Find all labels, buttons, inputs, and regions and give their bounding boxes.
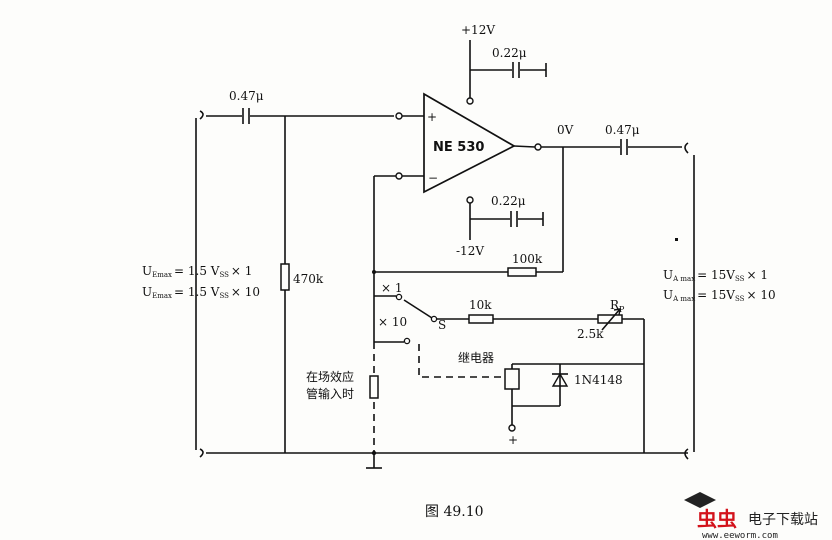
- label-rp: RP: [610, 298, 625, 314]
- label-switch-x10: × 10: [378, 315, 407, 329]
- right-output-arc-bottom: [684, 448, 689, 460]
- label-cap-bottom: 0.22μ: [491, 194, 526, 208]
- vplus-pin: [466, 97, 474, 105]
- output-pin: [534, 143, 542, 151]
- feedback-node: [372, 270, 376, 274]
- diode-1n4148: [551, 372, 569, 387]
- label-opamp-minus: −: [428, 171, 438, 185]
- label-switch-s: S: [438, 318, 446, 332]
- rp-arrow-head: [613, 308, 621, 316]
- label-vplus: +12V: [461, 23, 495, 37]
- left-input-arc-bottom: [199, 448, 204, 458]
- label-cap-out: 0.47μ: [605, 123, 640, 137]
- resistor-fet: [369, 375, 379, 399]
- vminus-pin: [466, 196, 474, 204]
- label-rp-value: 2.5k: [577, 327, 604, 341]
- rp-arrow: [601, 308, 621, 331]
- label-fet-line1: 在场效应: [306, 369, 354, 384]
- label-cap-top: 0.22μ: [492, 46, 527, 60]
- watermark: 虫虫 电子下载站 www.eeworm.com: [684, 492, 818, 540]
- plus-terminal: [508, 424, 516, 432]
- label-r-input: 470k: [293, 272, 324, 286]
- terminal-minus: [395, 172, 403, 180]
- label-vminus: -12V: [456, 244, 484, 258]
- switch-contact-x10: [403, 337, 411, 345]
- resistor-10k: [468, 314, 494, 324]
- right-output-arc-top: [684, 142, 689, 154]
- left-formula-line2: UEmax= 1.5 VSS× 10: [142, 285, 260, 300]
- relay-coil: [504, 368, 520, 390]
- label-opamp: NE 530: [433, 140, 484, 155]
- label-out-voltage: 0V: [557, 123, 574, 137]
- stray-mark: [675, 238, 678, 241]
- switch-pivot: [430, 315, 438, 323]
- switch-contact-x1: [395, 293, 403, 301]
- grad-cap-icon: [684, 492, 716, 508]
- label-opamp-plus: +: [427, 110, 437, 124]
- label-switch-x1: × 1: [381, 281, 403, 295]
- output-wire: [513, 145, 536, 148]
- switch-arm: [403, 299, 433, 319]
- relay-mechanical-link: [418, 344, 502, 378]
- terminal-plus: [395, 112, 403, 120]
- left-formula-line1: UEmax= 1.5 VSS× 1: [142, 264, 252, 279]
- resistor-470k: [280, 263, 290, 291]
- label-diode: 1N4148: [574, 373, 623, 387]
- right-formula-line2: UA max= 15VSS× 10: [663, 288, 776, 303]
- figure-caption: 图 49.10: [425, 504, 484, 520]
- label-r-10k: 10k: [469, 298, 492, 312]
- resistor-100k: [507, 267, 537, 277]
- label-relay: 继电器: [458, 351, 494, 365]
- label-fet-line2: 管输入时: [306, 386, 354, 401]
- left-input-arc-top: [199, 110, 204, 120]
- right-formula-line1: UA max= 15VSS× 1: [663, 268, 768, 283]
- label-r-feedback: 100k: [512, 252, 543, 266]
- opamp-ne530: [423, 92, 516, 194]
- label-cap-in: 0.47μ: [229, 89, 264, 103]
- watermark-url: www.eeworm.com: [702, 531, 778, 540]
- label-plus-terminal: +: [508, 433, 518, 447]
- watermark-brand: 电子下载站: [748, 512, 818, 528]
- watermark-logo: 虫虫: [697, 507, 737, 531]
